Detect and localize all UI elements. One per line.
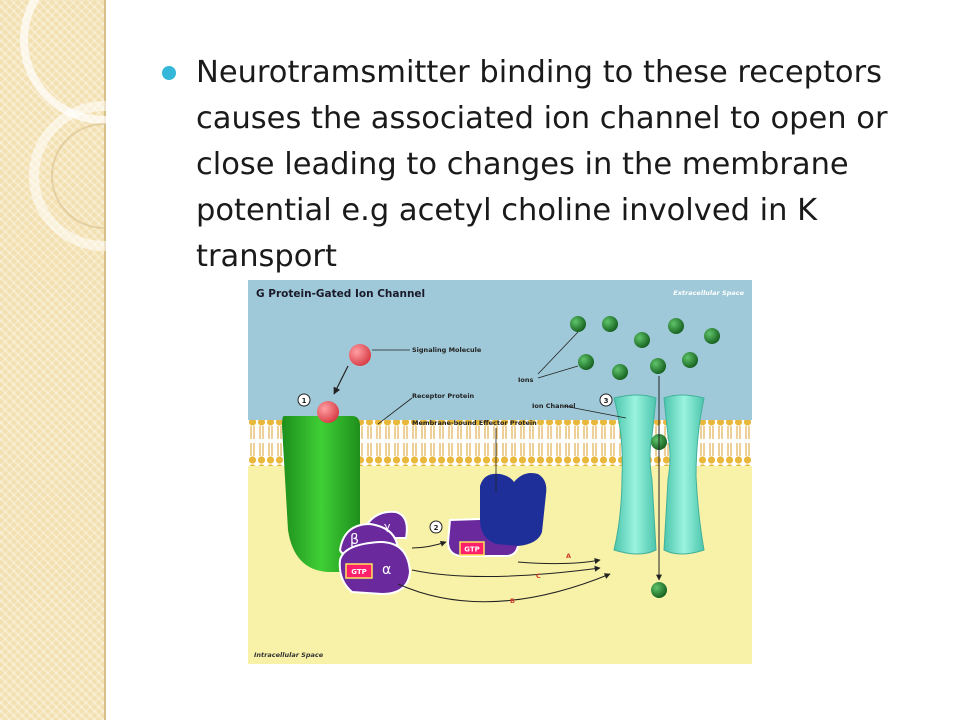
ion: [668, 318, 684, 334]
g-protein-ion-channel-diagram: G Protein-Gated Ion Channel Extracellula…: [248, 280, 752, 664]
arrow-activation: [411, 540, 447, 549]
arrow-path-c: [411, 565, 601, 577]
ion: [650, 358, 666, 374]
gtp-label-bound: GTP: [351, 568, 367, 576]
extracellular-label: Extracellular Space: [673, 289, 744, 297]
label-signaling-molecule: Signaling Molecule: [412, 346, 482, 354]
arrow-path-a: [517, 558, 601, 565]
effector-protein: [480, 473, 547, 546]
figure-title: G Protein-Gated Ion Channel: [256, 288, 425, 300]
side-strip-border: [104, 0, 106, 720]
path-a-label: A: [566, 552, 571, 560]
gamma-label: γ: [384, 520, 391, 533]
label-receptor-protein: Receptor Protein: [412, 392, 475, 400]
signaling-molecule-free: [349, 344, 371, 366]
svg-text:2: 2: [434, 524, 439, 532]
ion: [682, 352, 698, 368]
step-3-marker: 3: [599, 393, 613, 407]
step-2-marker: 2: [429, 520, 443, 534]
ion: [634, 332, 650, 348]
signaling-molecule-bound: [317, 401, 339, 423]
svg-text:1: 1: [302, 397, 307, 405]
ion-intracellular: [651, 582, 667, 598]
gtp-label-free: GTP: [464, 546, 480, 554]
ion-channel-left: [613, 394, 657, 555]
label-ions: Ions: [518, 376, 534, 384]
body-text: Neurotramsmitter binding to these recept…: [196, 55, 888, 274]
gtp-box-bound: [345, 563, 373, 579]
receptor-protein: [282, 416, 360, 572]
svg-text:3: 3: [604, 397, 609, 405]
gtp-box-free: [459, 541, 485, 556]
path-c-label: C: [536, 572, 541, 580]
decorative-rings: [20, 0, 106, 251]
ion: [602, 316, 618, 332]
label-effector-protein: Membrane-bound Effector Protein: [412, 419, 537, 427]
intracellular-label: Intracellular Space: [254, 651, 324, 659]
ion: [578, 354, 594, 370]
ion-channel-right: [663, 394, 705, 555]
step-1-marker: 1: [297, 393, 311, 407]
signal-arrow: [333, 365, 349, 395]
alpha-subunit-bound: [338, 540, 412, 596]
ion: [612, 364, 628, 380]
beta-label: β: [350, 532, 359, 548]
label-ion-channel: Ion Channel: [532, 402, 575, 410]
alpha-label-bound: α: [382, 562, 391, 578]
ion: [570, 316, 586, 332]
arrow-path-b: [397, 573, 611, 603]
path-b-label: B: [510, 597, 515, 605]
bullet-point: [162, 66, 176, 80]
ion: [704, 328, 720, 344]
